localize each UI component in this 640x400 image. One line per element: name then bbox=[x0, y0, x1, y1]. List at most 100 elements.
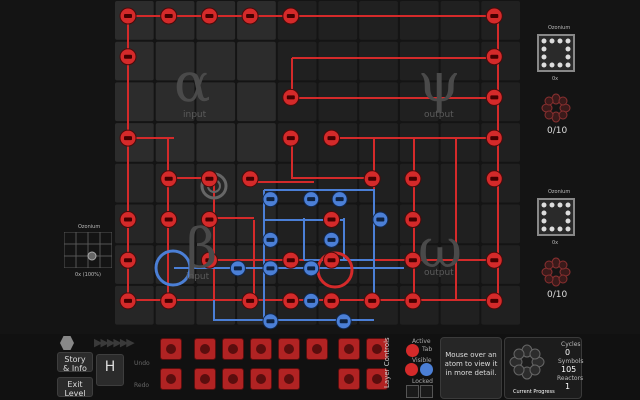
red-instruction-glyph[interactable] bbox=[368, 176, 377, 181]
reactor-cell[interactable] bbox=[359, 245, 398, 284]
instruction-tool-button[interactable] bbox=[338, 368, 360, 390]
red-instruction-glyph[interactable] bbox=[368, 298, 377, 303]
red-instruction-glyph[interactable] bbox=[205, 258, 214, 263]
input-molecule-panel[interactable]: Ozonium 0x (100%) bbox=[60, 218, 116, 280]
reactor-cell[interactable] bbox=[399, 1, 439, 40]
reactor-cell[interactable] bbox=[359, 41, 398, 81]
reactor-cell[interactable] bbox=[196, 285, 236, 325]
red-instruction-glyph[interactable] bbox=[327, 136, 336, 141]
red-instruction-glyph[interactable] bbox=[246, 298, 255, 303]
red-instruction-glyph[interactable] bbox=[327, 298, 336, 303]
instruction-tool-button[interactable] bbox=[194, 368, 216, 390]
reactor-cell[interactable] bbox=[440, 1, 480, 40]
red-instruction-glyph[interactable] bbox=[490, 14, 499, 18]
reactor-cell[interactable] bbox=[399, 82, 439, 122]
blue-layer-visible-toggle[interactable] bbox=[420, 363, 433, 376]
blue-instruction-glyph[interactable] bbox=[266, 266, 275, 271]
red-instruction-glyph[interactable] bbox=[286, 14, 295, 18]
blue-instruction-glyph[interactable] bbox=[307, 298, 316, 303]
red-instruction-glyph[interactable] bbox=[408, 298, 417, 303]
red-instruction-glyph[interactable] bbox=[164, 14, 173, 18]
reactor-cell[interactable] bbox=[359, 1, 398, 40]
hydrogen-atom-button[interactable]: H bbox=[96, 354, 124, 386]
instruction-tool-button[interactable] bbox=[250, 338, 272, 360]
instruction-tool-button[interactable] bbox=[160, 338, 182, 360]
reactor-cell[interactable] bbox=[440, 41, 480, 81]
red-instruction-glyph[interactable] bbox=[124, 54, 132, 59]
instruction-tool-button[interactable] bbox=[278, 368, 300, 390]
undo-button[interactable]: Undo bbox=[134, 360, 150, 367]
red-instruction-glyph[interactable] bbox=[490, 95, 499, 100]
red-instruction-glyph[interactable] bbox=[286, 258, 295, 263]
red-instruction-glyph[interactable] bbox=[327, 258, 336, 263]
reactor-cell[interactable] bbox=[196, 41, 236, 81]
instruction-tool-button[interactable] bbox=[366, 338, 388, 360]
red-instruction-glyph[interactable] bbox=[490, 176, 499, 181]
red-instruction-glyph[interactable] bbox=[124, 298, 132, 303]
blue-instruction-glyph[interactable] bbox=[335, 197, 344, 202]
red-instruction-glyph[interactable] bbox=[408, 258, 417, 263]
red-instruction-glyph[interactable] bbox=[246, 176, 255, 181]
blue-waldo-path[interactable] bbox=[264, 189, 375, 300]
red-instruction-glyph[interactable] bbox=[286, 298, 295, 303]
blue-instruction-glyph[interactable] bbox=[376, 217, 385, 222]
instruction-tool-button[interactable] bbox=[306, 338, 328, 360]
reactor-cell[interactable] bbox=[237, 41, 276, 81]
red-instruction-glyph[interactable] bbox=[490, 258, 499, 263]
instruction-tool-button[interactable] bbox=[194, 338, 216, 360]
red-instruction-glyph[interactable] bbox=[164, 298, 173, 303]
reactor-cell[interactable] bbox=[440, 204, 480, 244]
red-instruction-glyph[interactable] bbox=[124, 217, 132, 222]
reactor-grid[interactable] bbox=[114, 0, 526, 333]
reactor-cell[interactable] bbox=[399, 41, 439, 81]
red-instruction-glyph[interactable] bbox=[490, 54, 499, 59]
red-instruction-glyph[interactable] bbox=[408, 217, 417, 222]
reactor-cell[interactable] bbox=[196, 82, 236, 122]
reactor-cell[interactable] bbox=[481, 204, 520, 244]
reactor-cell[interactable] bbox=[318, 41, 358, 81]
red-instruction-glyph[interactable] bbox=[246, 14, 255, 18]
reactor-cell[interactable] bbox=[440, 123, 480, 162]
red-instruction-glyph[interactable] bbox=[490, 136, 499, 141]
red-instruction-glyph[interactable] bbox=[124, 14, 132, 18]
output-panel-omega[interactable]: Ozonium 0x 0/10 bbox=[528, 186, 584, 306]
red-layer-lock-toggle[interactable] bbox=[406, 385, 419, 398]
red-instruction-glyph[interactable] bbox=[408, 176, 417, 181]
reactor-cell[interactable] bbox=[115, 82, 154, 122]
reactor-cell[interactable] bbox=[237, 123, 276, 162]
blue-instruction-glyph[interactable] bbox=[327, 237, 336, 242]
red-instruction-glyph[interactable] bbox=[164, 176, 173, 181]
reactor-cell[interactable] bbox=[115, 163, 154, 203]
reactor-cell[interactable] bbox=[318, 163, 358, 203]
instruction-tool-button[interactable] bbox=[160, 368, 182, 390]
reactor-cell[interactable] bbox=[277, 41, 317, 81]
reactor-cell[interactable] bbox=[318, 1, 358, 40]
reactor-cell[interactable] bbox=[359, 123, 398, 162]
output-panel-psi[interactable]: Ozonium 0x 0/10 bbox=[528, 22, 584, 142]
redo-button[interactable]: Redo bbox=[134, 382, 150, 389]
reactor-cell[interactable] bbox=[440, 82, 480, 122]
blue-instruction-glyph[interactable] bbox=[266, 319, 275, 324]
story-info-button[interactable]: Story & Info bbox=[57, 352, 93, 373]
red-instruction-glyph[interactable] bbox=[327, 217, 336, 222]
reactor-cell[interactable] bbox=[359, 82, 398, 122]
red-layer-active-toggle[interactable] bbox=[406, 344, 419, 357]
instruction-tool-button[interactable] bbox=[222, 338, 244, 360]
blue-instruction-glyph[interactable] bbox=[339, 319, 348, 324]
blue-start-ring[interactable] bbox=[154, 249, 192, 287]
reactor-cell[interactable] bbox=[318, 82, 358, 122]
reactor-cell[interactable] bbox=[399, 123, 439, 162]
instruction-tool-button[interactable] bbox=[222, 368, 244, 390]
reactor-cell[interactable] bbox=[196, 123, 236, 162]
reactor-cell[interactable] bbox=[237, 82, 276, 122]
reactor-cell[interactable] bbox=[440, 245, 480, 284]
blue-instruction-glyph[interactable] bbox=[307, 197, 316, 202]
red-instruction-glyph[interactable] bbox=[164, 217, 173, 222]
red-instruction-glyph[interactable] bbox=[286, 95, 295, 100]
red-layer-visible-toggle[interactable] bbox=[405, 363, 418, 376]
red-instruction-glyph[interactable] bbox=[124, 136, 132, 141]
reactor-cell[interactable] bbox=[440, 163, 480, 203]
red-instruction-glyph[interactable] bbox=[124, 258, 132, 263]
blue-layer-lock-toggle[interactable] bbox=[420, 385, 433, 398]
red-instruction-glyph[interactable] bbox=[205, 176, 214, 181]
